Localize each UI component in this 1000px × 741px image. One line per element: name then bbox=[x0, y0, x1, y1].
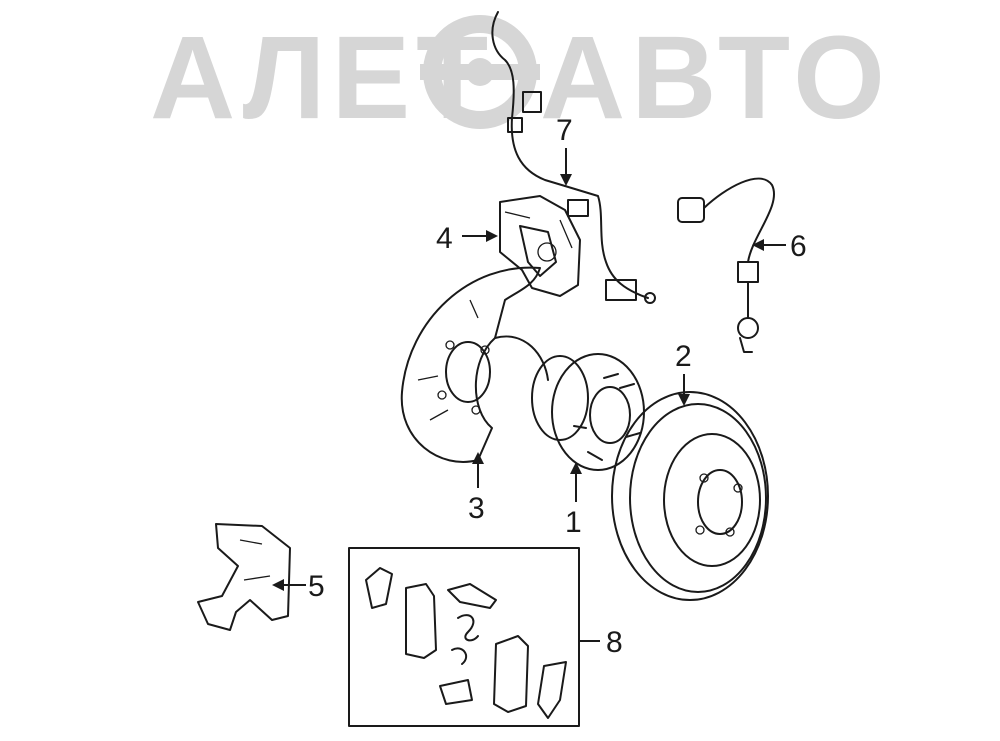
hub-bearing bbox=[531, 353, 645, 471]
callout-2: 2 bbox=[675, 340, 692, 373]
pad-kit bbox=[348, 547, 580, 727]
callout-6: 6 bbox=[790, 230, 807, 263]
brake-rotor bbox=[611, 391, 769, 601]
watermark: АЛЕТ АВТО bbox=[150, 12, 891, 144]
watermark-text-right: АВТО bbox=[540, 12, 891, 144]
caliper-bracket bbox=[197, 523, 291, 631]
callout-3: 3 bbox=[468, 492, 485, 525]
leader-lines bbox=[272, 148, 786, 642]
brake-caliper bbox=[499, 195, 581, 297]
callout-5: 5 bbox=[308, 570, 325, 603]
dust-shield bbox=[400, 266, 549, 463]
brake-hose bbox=[677, 177, 775, 353]
callout-7: 7 bbox=[556, 114, 573, 147]
callout-4: 4 bbox=[436, 222, 453, 255]
gear-logo-icon bbox=[420, 15, 540, 129]
abs-sensor-wire bbox=[491, 11, 656, 304]
callout-1: 1 bbox=[565, 506, 582, 539]
callout-8: 8 bbox=[606, 626, 623, 659]
